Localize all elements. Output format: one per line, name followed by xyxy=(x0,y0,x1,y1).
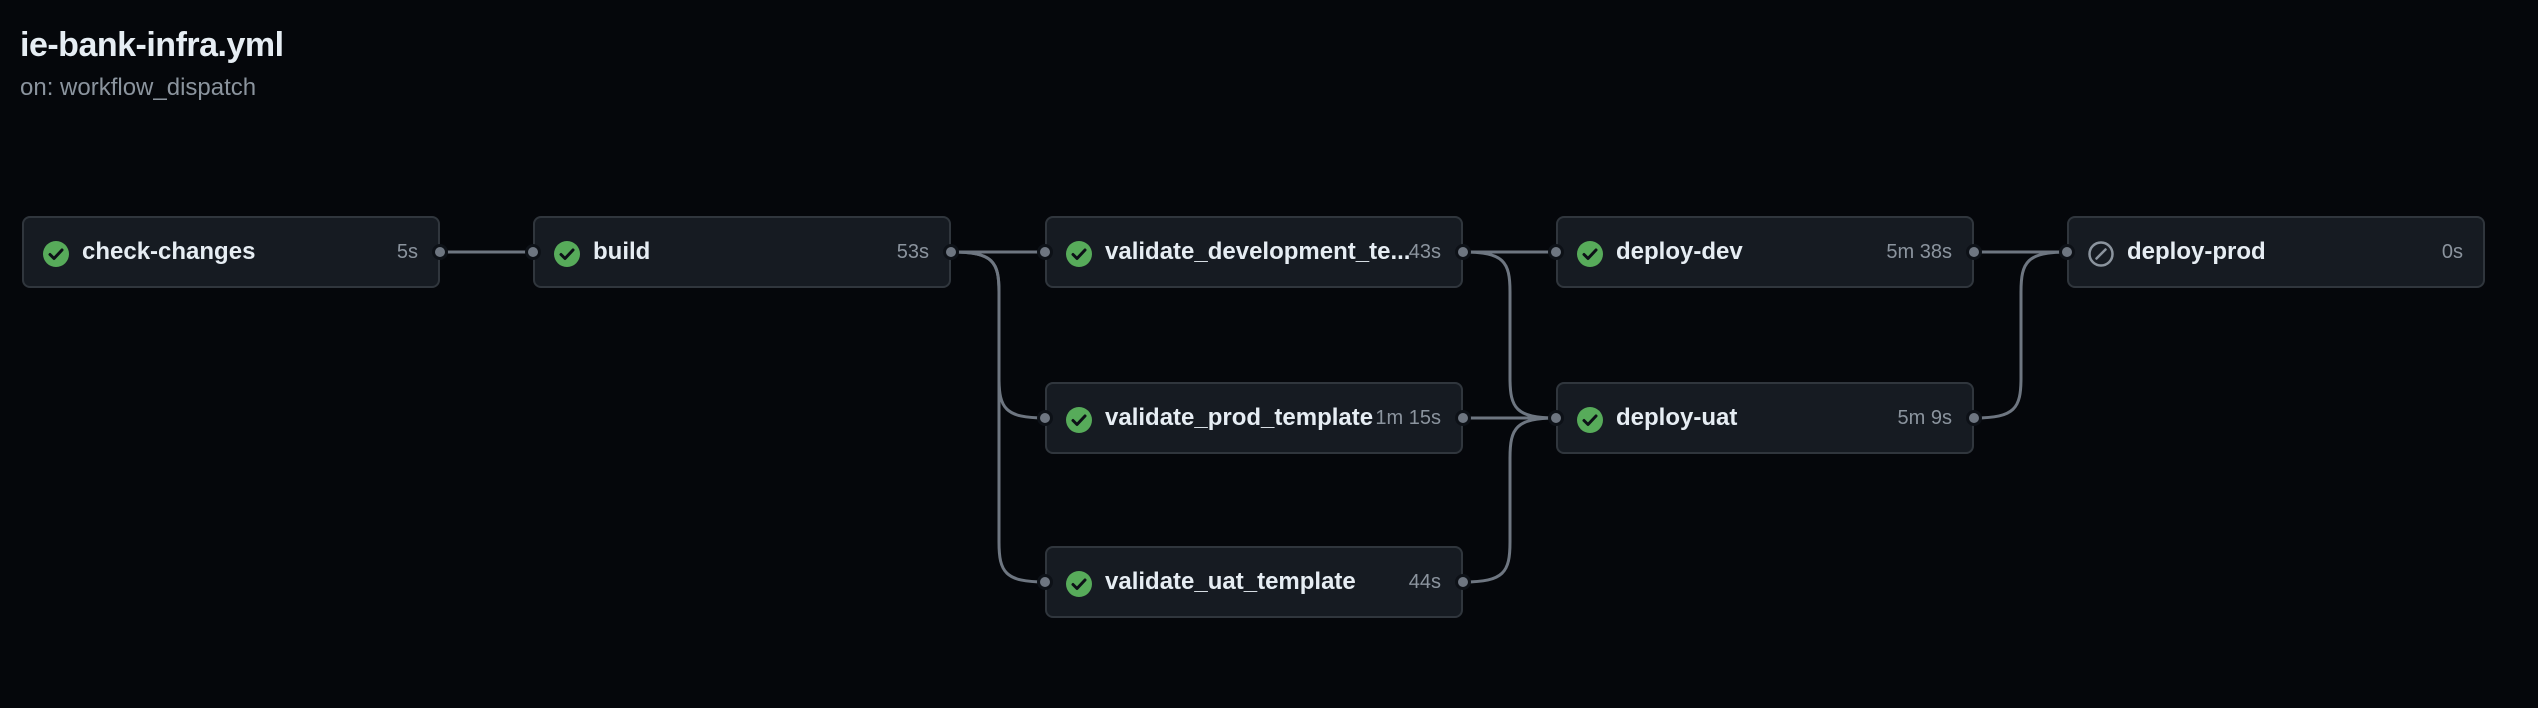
check-circle-icon xyxy=(1065,570,1093,598)
job-name: deploy-uat xyxy=(1616,404,1738,431)
edge-deploy-uat-to-deploy-prod xyxy=(1974,250,2068,420)
job-duration: 53s xyxy=(896,241,929,263)
output-port xyxy=(1455,244,1471,260)
job-validate-development-template[interactable]: validate_development_te... 43s xyxy=(1037,216,1471,288)
check-circle-icon xyxy=(42,240,70,268)
job-deploy-uat[interactable]: deploy-uat 5m 9s xyxy=(1548,382,1982,454)
job-build[interactable]: build 53s xyxy=(525,216,959,288)
job-deploy-prod[interactable]: deploy-prod 0s xyxy=(2059,216,2485,288)
input-port xyxy=(1037,410,1053,426)
job-duration: 5m 38s xyxy=(1886,241,1952,263)
input-port xyxy=(1548,244,1564,260)
job-duration: 44s xyxy=(1408,571,1441,593)
input-port xyxy=(525,244,541,260)
check-circle-icon xyxy=(1576,406,1604,434)
check-circle-icon xyxy=(1065,240,1093,268)
output-port xyxy=(1455,410,1471,426)
output-port xyxy=(943,244,959,260)
job-deploy-dev[interactable]: deploy-dev 5m 38s xyxy=(1548,216,1982,288)
job-check-changes[interactable]: check-changes 5s xyxy=(22,216,448,288)
job-name: check-changes xyxy=(82,238,256,265)
skipped-icon xyxy=(2087,240,2115,268)
job-name: deploy-prod xyxy=(2127,238,2266,265)
workflow-trigger: on: workflow_dispatch xyxy=(20,74,257,101)
job-name: validate_uat_template xyxy=(1105,568,1356,595)
job-duration: 5m 9s xyxy=(1897,407,1952,429)
edge-validate-uat-to-deploy-uat xyxy=(1463,416,1557,584)
job-validate-prod-template[interactable]: validate_prod_template 1m 15s xyxy=(1037,382,1471,454)
job-validate-uat-template[interactable]: validate_uat_template 44s xyxy=(1037,546,1471,618)
job-name: validate_prod_template xyxy=(1105,404,1374,431)
workflow-title: ie-bank-infra.yml xyxy=(20,26,284,64)
output-port xyxy=(1455,574,1471,590)
job-name: deploy-dev xyxy=(1616,238,1743,265)
job-duration: 5s xyxy=(396,241,418,263)
output-port xyxy=(432,244,448,260)
check-circle-icon xyxy=(1065,406,1093,434)
job-duration: 0s xyxy=(2441,241,2463,263)
edge-build-to-validate-uat xyxy=(952,250,1046,584)
job-duration: 1m 15s xyxy=(1375,407,1441,429)
input-port xyxy=(2059,244,2075,260)
check-circle-icon xyxy=(553,240,581,268)
input-port xyxy=(1037,574,1053,590)
input-port xyxy=(1037,244,1053,260)
job-name: build xyxy=(593,238,651,265)
output-port xyxy=(1966,244,1982,260)
job-duration: 43s xyxy=(1408,241,1441,263)
check-circle-icon xyxy=(1576,240,1604,268)
edge-validate-development-to-deploy-uat xyxy=(1463,250,1557,420)
input-port xyxy=(1548,410,1564,426)
output-port xyxy=(1966,410,1982,426)
job-name: validate_development_te... xyxy=(1105,238,1411,265)
